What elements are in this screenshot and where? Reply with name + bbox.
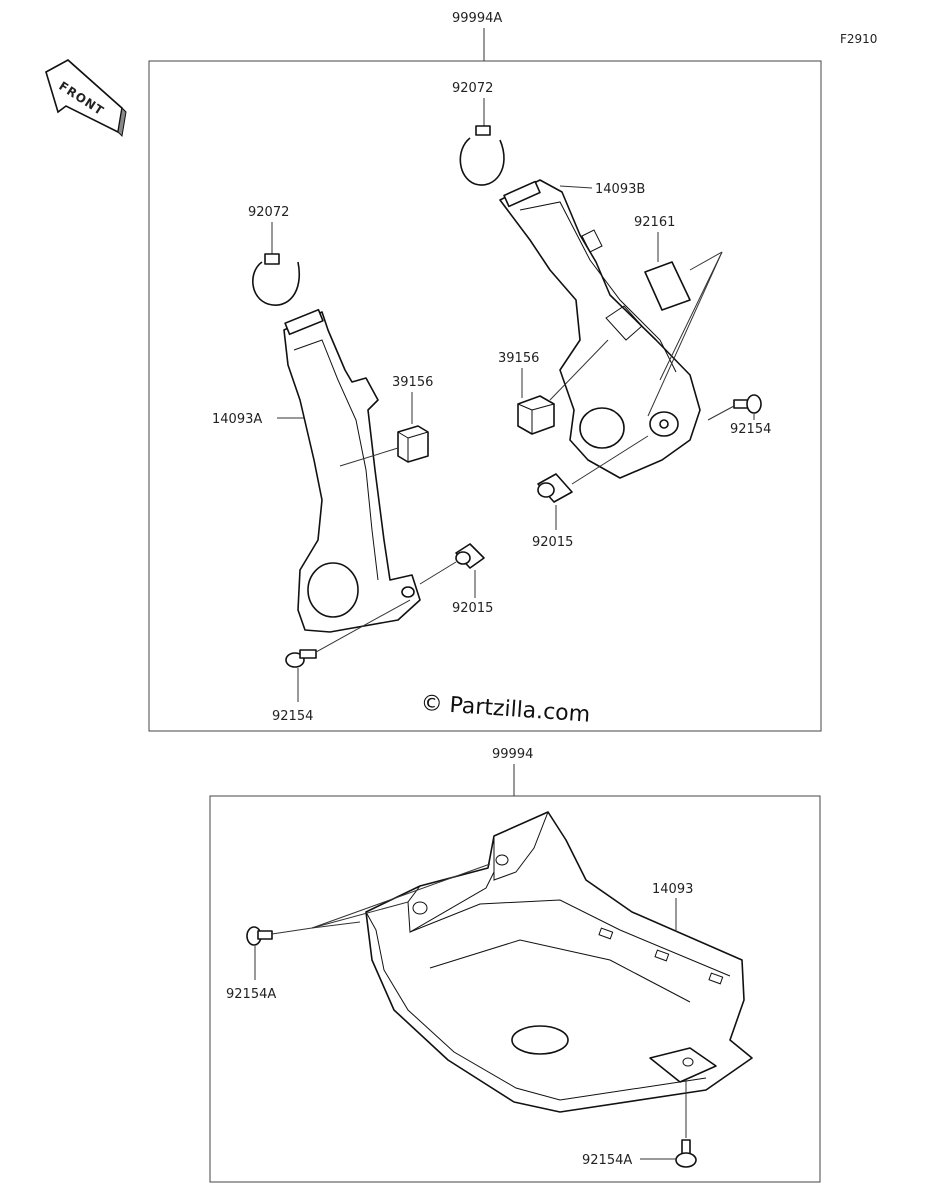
label-bolt-left: 92154 — [272, 709, 313, 724]
diagram-code: F2910 — [840, 32, 877, 46]
bolt-bottom — [675, 1139, 697, 1168]
label-pad-right: 39156 — [498, 351, 539, 366]
label-bolt-front: 92154A — [226, 987, 276, 1002]
label-clamp-right: 92072 — [452, 81, 493, 96]
pad-small — [644, 261, 691, 311]
guard-right — [499, 179, 701, 479]
label-bolt-right: 92154 — [730, 422, 771, 437]
label-guard-right: 14093B — [595, 182, 645, 197]
pad-right — [517, 395, 555, 435]
clamp-left — [252, 253, 301, 306]
lower-kit-label: 99994 — [492, 747, 533, 762]
label-bolt-bottom: 92154A — [582, 1153, 632, 1168]
label-pad-small: 92161 — [634, 215, 675, 230]
label-clamp-left: 92072 — [248, 205, 289, 220]
bolt-right — [733, 394, 762, 414]
collar-right — [537, 473, 573, 503]
upper-kit-box — [148, 60, 822, 732]
label-collar-left: 92015 — [452, 601, 493, 616]
front-arrow-icon: FRONT — [45, 59, 127, 138]
clamp-right — [459, 125, 505, 186]
label-skid-plate: 14093 — [652, 882, 693, 897]
pad-left — [397, 425, 429, 463]
collar-left — [455, 543, 485, 569]
skid-plate — [365, 811, 753, 1113]
label-pad-left: 39156 — [392, 375, 433, 390]
watermark: © Partzilla.com — [420, 691, 591, 728]
label-guard-left: 14093A — [212, 412, 262, 427]
guard-left — [283, 308, 421, 633]
bolt-front — [246, 926, 273, 946]
bolt-left — [285, 649, 317, 668]
label-collar-right: 92015 — [532, 535, 573, 550]
lower-kit-box — [209, 795, 821, 1183]
upper-kit-label: 99994A — [452, 11, 502, 26]
